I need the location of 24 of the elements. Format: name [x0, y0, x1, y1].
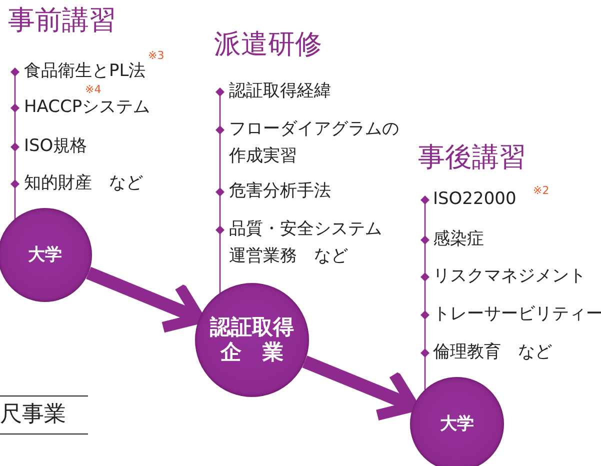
list-item: ISO22000 [433, 188, 516, 211]
list-item: 認証取得経緯 [229, 80, 331, 103]
list-item: 食品衛生とPL法 [24, 60, 146, 83]
footnote-mark: ※3 [148, 50, 164, 62]
list-item: 危害分析手法 [229, 180, 331, 203]
section-heading: 派遣研修 [214, 28, 322, 62]
list-item: 倫理教育 など [433, 341, 552, 364]
list-item: 知的財産 など [24, 172, 143, 195]
arrow [302, 356, 419, 421]
list-item: 感染症 [433, 228, 484, 251]
circle-label: 大学 [27, 244, 63, 266]
list-item: 品質・安全システム運営業務 など [229, 218, 383, 268]
circle-label: 大学 [439, 414, 475, 434]
section-heading: 事後講習 [418, 141, 526, 175]
caption-text: 尺事業 [0, 401, 66, 429]
footnote-mark: ※2 [533, 185, 550, 197]
section-heading: 事前講習 [8, 4, 116, 38]
list-item: フローダイアグラムの作成実習 [229, 118, 400, 168]
arrow [86, 266, 205, 333]
footnote-mark: ※4 [85, 84, 102, 96]
list-item: リスクマネジメント [433, 265, 586, 288]
list-item: ISO規格 [24, 135, 88, 158]
circle-label: 認証取得企 業 [208, 314, 295, 366]
list-item: HACCPシステム [24, 96, 150, 119]
